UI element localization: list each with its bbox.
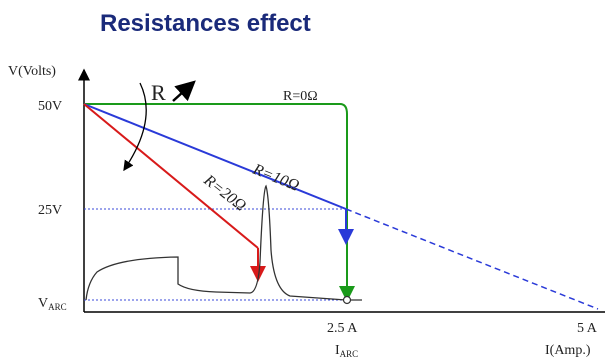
r20-line xyxy=(83,103,259,249)
i-arc-main: I xyxy=(335,343,340,358)
r0-label: R=0Ω xyxy=(283,89,318,104)
v-arc-main: V xyxy=(38,296,48,311)
x-tick-2-5a: 2.5 A xyxy=(327,321,358,336)
v-arc-sub: ARC xyxy=(48,302,67,312)
y-tick-50v: 50V xyxy=(38,99,62,114)
arc-trace xyxy=(85,184,362,301)
x-axis-label: I(Amp.) xyxy=(545,343,591,358)
x-tick-5a: 5 A xyxy=(577,321,598,336)
r10-label: R=10Ω xyxy=(250,161,302,195)
x-tick-iarc: IARC xyxy=(335,343,358,359)
page-title: Resistances effect xyxy=(100,10,311,37)
y-tick-varc: VARC xyxy=(38,296,67,312)
r0-line xyxy=(84,103,355,302)
y-axis-label: V(Volts) xyxy=(8,64,56,79)
operating-point xyxy=(342,295,352,305)
r10-line xyxy=(83,103,347,210)
r-increase-arrow xyxy=(172,80,196,102)
i-arc-sub: ARC xyxy=(340,349,359,359)
r10-extension xyxy=(345,208,599,310)
y-tick-25v: 25V xyxy=(38,203,62,218)
r-rotation-label: R xyxy=(151,80,166,105)
rotation-arrow xyxy=(123,82,147,172)
r20-label: R=20Ω xyxy=(200,171,249,215)
